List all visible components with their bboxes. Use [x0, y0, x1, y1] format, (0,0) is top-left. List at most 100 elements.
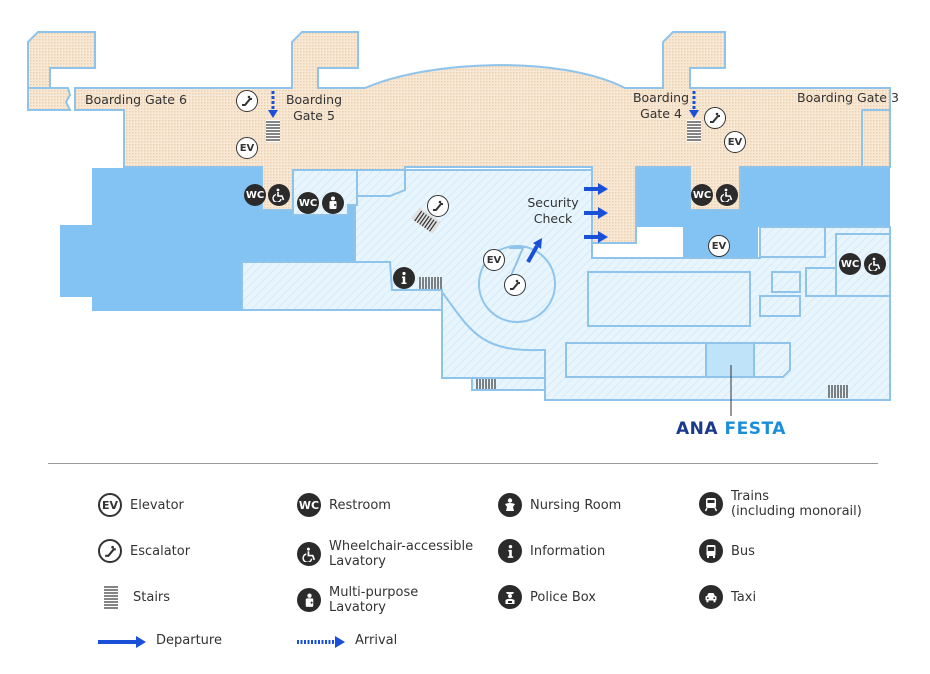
stairs-icons — [266, 120, 848, 398]
shop-block-1 — [587, 271, 751, 327]
gate5-label-line1: Boarding — [285, 92, 343, 107]
legend-item-arrival: Arrival — [297, 633, 397, 648]
restricted-area-west-upper — [292, 215, 347, 235]
legend-divider — [48, 463, 878, 464]
wheelchair-lavatory-icon[interactable] — [268, 184, 290, 206]
restroom-icon[interactable]: WC — [691, 184, 713, 206]
legend-item-taxi: Taxi — [699, 585, 756, 609]
legend-label: Departure — [156, 633, 222, 648]
gate4-label-line1: Boarding — [632, 90, 690, 105]
floor-map — [27, 31, 891, 416]
legend-item-departure: Departure — [98, 633, 222, 648]
shop-block-2 — [771, 271, 801, 293]
restricted-area-west-ext — [60, 225, 94, 297]
stairs-icon — [104, 585, 118, 609]
elevator-icon[interactable]: EV — [724, 131, 746, 153]
legend-label: Restroom — [329, 497, 391, 513]
restricted-area-west — [92, 168, 242, 311]
wheelchair-icon — [297, 542, 321, 566]
stairs-icon-diagonal — [411, 207, 441, 234]
restroom-icon: WC — [297, 493, 321, 517]
stairs-icon — [828, 385, 848, 398]
ana-festa-logo-festa: FESTA — [724, 419, 786, 439]
shop-block-3 — [759, 295, 801, 317]
legend-label: Police Box — [530, 589, 596, 605]
arrival-arrow — [268, 91, 278, 118]
legend-label: Wheelchair-accessible Lavatory — [329, 539, 474, 569]
legend-item-wheelchair-lavatory: Wheelchair-accessible Lavatory — [297, 539, 473, 569]
escalator-icon — [98, 539, 122, 563]
restricted-areas — [60, 167, 890, 311]
legend-label: Stairs — [133, 589, 171, 605]
gate5-label: Boarding Gate 5 — [283, 92, 345, 124]
arrival-arrows — [268, 91, 699, 118]
taxi-icon — [699, 585, 723, 609]
police-box-icon — [498, 585, 522, 609]
legend-item-nursing-room: Nursing Room — [498, 493, 621, 517]
bus-icon — [699, 539, 723, 563]
stairs-icon — [419, 277, 442, 289]
stairs-icon — [476, 379, 496, 389]
legend-label: Taxi — [731, 589, 757, 605]
security-check-line1: Security — [527, 195, 579, 210]
gate3-label: Boarding Gate 3 — [797, 90, 899, 105]
nursing-room-icon — [498, 493, 522, 517]
curved-wall — [441, 291, 546, 378]
gate-concourse — [27, 87, 72, 111]
multipurpose-lavatory-icon[interactable] — [322, 192, 344, 214]
wheelchair-lavatory-icon[interactable] — [864, 253, 886, 275]
legend-label: Bus — [731, 543, 755, 559]
legend-label: Multi-purpose Lavatory — [329, 585, 419, 615]
departure-arrow — [584, 183, 608, 195]
public-south-strip — [471, 377, 546, 391]
restroom-icon[interactable]: WC — [297, 192, 319, 214]
legend-item-stairs: Stairs — [104, 585, 170, 609]
information-icon[interactable] — [393, 267, 415, 289]
legend-item-information: Information — [498, 539, 605, 563]
atrium-cutout — [509, 247, 525, 279]
ana-festa-logo[interactable]: ANA FESTA — [676, 419, 786, 439]
ana-festa-shop — [705, 342, 755, 378]
escalator-icon[interactable] — [504, 274, 526, 296]
departure-arrow-diagonal — [526, 238, 542, 263]
legend-label: Information — [530, 543, 606, 559]
gate4-label-line2: Gate 4 — [640, 106, 682, 121]
gate6-label: Boarding Gate 6 — [85, 92, 187, 107]
legend-label: Escalator — [130, 543, 191, 559]
restroom-block-east — [835, 233, 891, 297]
arrival-arrow-icon — [297, 634, 347, 648]
legend-label: Elevator — [130, 497, 184, 513]
legend-item-trains: Trains (including monorail) — [699, 489, 862, 519]
legend-item-escalator: Escalator — [98, 539, 190, 563]
restroom-icon[interactable]: WC — [244, 184, 266, 206]
departure-arrow-icon — [98, 634, 148, 648]
gate4-label: Boarding Gate 4 — [630, 90, 692, 122]
legend-label: Nursing Room — [530, 497, 622, 513]
departure-arrow — [584, 207, 608, 219]
train-icon — [699, 492, 723, 516]
escalator-icon[interactable] — [236, 90, 258, 112]
elevator-icon[interactable]: EV — [708, 235, 730, 257]
elevator-icon[interactable]: EV — [483, 249, 505, 271]
ana-festa-logo-ana: ANA — [676, 419, 725, 439]
wheelchair-lavatory-icon[interactable] — [716, 184, 738, 206]
legend-item-restroom: WC Restroom — [297, 493, 391, 517]
gate6-finger — [27, 31, 96, 89]
public-angled-block — [356, 169, 406, 197]
restricted-area-east — [636, 167, 890, 227]
security-check-line2: Check — [533, 211, 573, 226]
legend-item-police-box: Police Box — [498, 585, 596, 609]
security-check-label: Security Check — [522, 195, 584, 227]
departure-arrow — [584, 231, 608, 243]
restroom-icon[interactable]: WC — [839, 253, 861, 275]
gate5-label-line2: Gate 5 — [293, 108, 335, 123]
elevator-icon: EV — [98, 493, 122, 517]
escalator-icon[interactable] — [427, 195, 449, 217]
multipurpose-lavatory-icon — [297, 588, 321, 612]
escalator-icon[interactable] — [704, 107, 726, 129]
legend-item-multipurpose-lavatory: Multi-purpose Lavatory — [297, 585, 418, 615]
elevator-icon[interactable]: EV — [236, 137, 258, 159]
departure-arrows — [526, 183, 608, 263]
stairs-icon — [687, 120, 701, 142]
public-west-block — [241, 261, 443, 311]
